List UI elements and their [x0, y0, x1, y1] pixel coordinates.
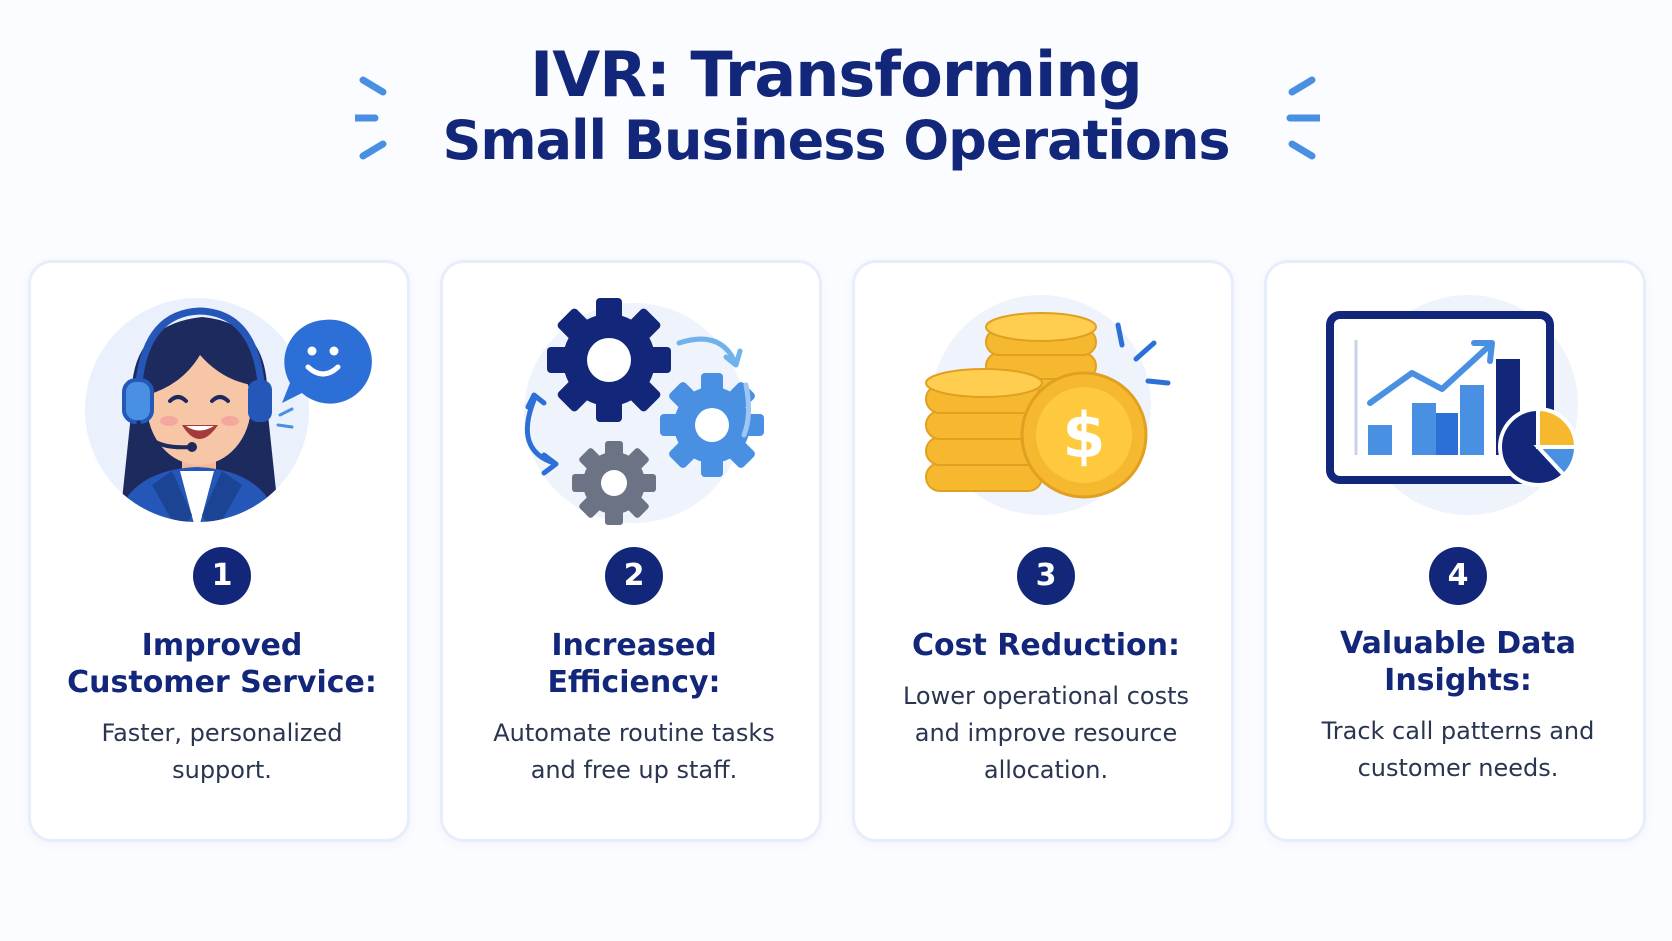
page-title: IVR: Transforming Small Business Operati… — [0, 40, 1672, 174]
support-agent-icon — [85, 298, 372, 522]
card-desc-line-2: customer needs. — [1357, 754, 1559, 782]
title-line-1: IVR: Transforming — [530, 38, 1143, 111]
benefit-card-efficiency: 2 Increased Efficiency: Automate routine… — [440, 260, 822, 842]
step-number-badge: 3 — [1017, 547, 1075, 605]
card-description: Lower operational costs and improve reso… — [875, 678, 1217, 789]
sparkle-left-icon — [355, 76, 387, 160]
sparkle-right-icon — [1286, 76, 1320, 160]
card-title: Improved Customer Service: — [41, 627, 403, 701]
step-number-badge: 1 — [193, 547, 251, 605]
title-line-2: Small Business Operations — [442, 109, 1230, 173]
card-desc-line-2: and improve resource — [914, 719, 1178, 747]
benefit-card-cost-reduction: $ 3 Cost Reduction: Lower operational co… — [852, 260, 1234, 842]
gears-icon — [524, 298, 764, 525]
card-title: Increased Efficiency: — [453, 627, 815, 701]
card-title-line-2: Efficiency: — [547, 665, 721, 700]
coins-icon: $ — [925, 295, 1171, 515]
card-title-line-1: Increased — [551, 628, 717, 663]
card-desc-line-2: and free up staff. — [530, 756, 738, 784]
card-description: Track call patterns and customer needs. — [1287, 713, 1629, 787]
benefit-cards: 1 Improved Customer Service: Faster, per… — [28, 260, 1648, 846]
benefit-card-data-insights: 4 Valuable Data Insights: Track call pat… — [1264, 260, 1646, 842]
card-title-line-1: Improved — [141, 628, 303, 663]
card-title-line-1: Cost Reduction: — [912, 628, 1180, 663]
analytics-chart-icon — [1326, 295, 1579, 515]
card-desc-line-1: Track call patterns and — [1321, 717, 1595, 745]
card-title-line-1: Valuable Data — [1340, 626, 1576, 661]
step-number-badge: 4 — [1429, 547, 1487, 605]
dollar-sign: $ — [1062, 399, 1105, 472]
card-desc-line-1: Faster, personalized — [101, 719, 343, 747]
step-number-badge: 2 — [605, 547, 663, 605]
card-title-line-2: Customer Service: — [67, 665, 377, 700]
card-title: Cost Reduction: — [865, 627, 1227, 664]
card-title: Valuable Data Insights: — [1277, 625, 1639, 699]
card-desc-line-3: allocation. — [983, 756, 1109, 784]
card-description: Automate routine tasks and free up staff… — [463, 715, 805, 789]
card-desc-line-2: support. — [172, 756, 272, 784]
card-desc-line-1: Automate routine tasks — [493, 719, 775, 747]
card-desc-line-1: Lower operational costs — [902, 682, 1190, 710]
card-title-line-2: Insights: — [1384, 663, 1532, 698]
card-description: Faster, personalized support. — [51, 715, 393, 789]
benefit-card-customer-service: 1 Improved Customer Service: Faster, per… — [28, 260, 410, 842]
